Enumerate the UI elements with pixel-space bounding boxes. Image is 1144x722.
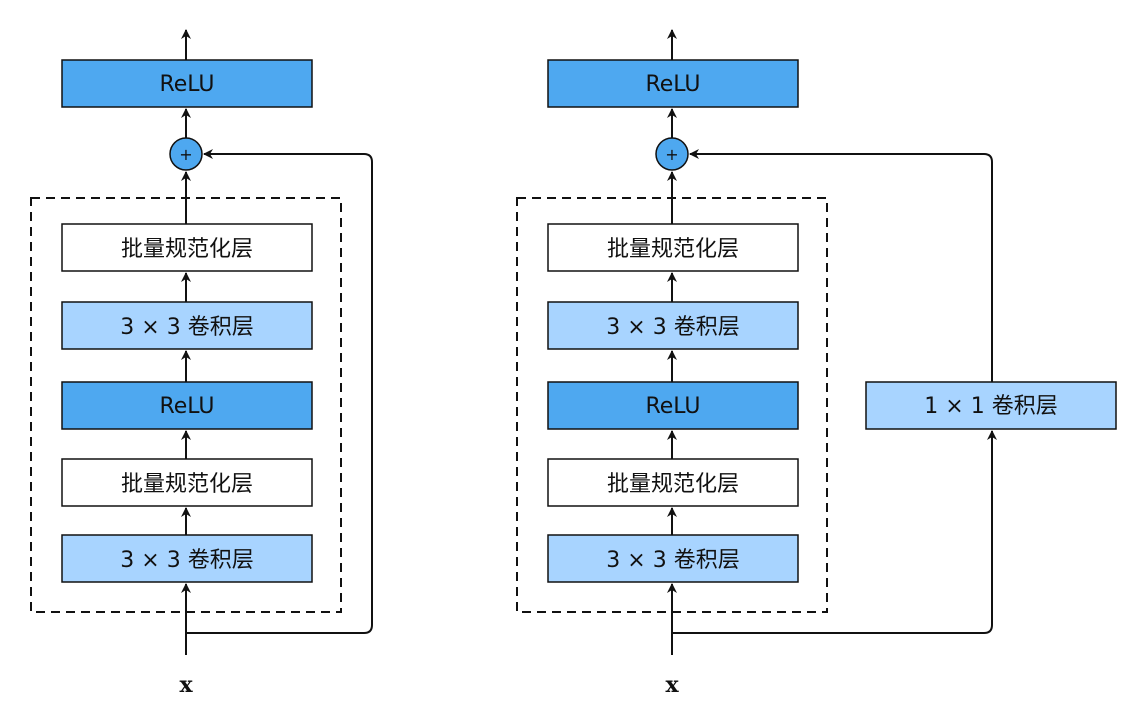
right-conv-upper-box <box>547 301 799 350</box>
right-relu-mid-box <box>547 381 799 430</box>
right-shortcut-conv-box <box>865 381 1117 430</box>
right-shortcut-in <box>672 430 997 634</box>
right-conv-upper-label: 3 × 3 卷积层 <box>606 315 739 340</box>
right-conv-lower-box <box>547 534 799 583</box>
right-top-relu-label: ReLU <box>645 72 700 97</box>
left-conv-upper-label: 3 × 3 卷积层 <box>120 315 253 340</box>
left-bn-upper-label: 批量规范化层 <box>121 237 253 262</box>
left-bn-lower-box <box>61 458 313 507</box>
left-top-relu-box <box>61 59 313 108</box>
right-top-relu-box <box>547 59 799 108</box>
left-top-relu-label: ReLU <box>159 72 214 97</box>
right-residual-block: ReLU + 批量规范化层 3 × 3 卷积层 ReLU 批量规范化层 3 × … <box>516 29 1117 698</box>
left-bn-upper-box <box>61 223 313 272</box>
right-sum-label: + <box>665 145 678 164</box>
left-bn-lower-label: 批量规范化层 <box>121 472 253 497</box>
left-conv-lower-label: 3 × 3 卷积层 <box>120 548 253 573</box>
right-shortcut-conv-label: 1 × 1 卷积层 <box>924 394 1057 419</box>
left-relu-mid-box <box>61 381 313 430</box>
right-shortcut-out <box>689 149 993 382</box>
right-bn-lower-label: 批量规范化层 <box>607 472 739 497</box>
right-bn-upper-label: 批量规范化层 <box>607 237 739 262</box>
right-input-label: x <box>665 672 679 698</box>
left-conv-lower-box <box>61 534 313 583</box>
left-identity-shortcut <box>186 149 373 634</box>
left-relu-mid-label: ReLU <box>159 394 214 419</box>
left-residual-block: ReLU + 批量规范化层 3 × 3 卷积层 ReLU 批量规范化层 3 × … <box>30 29 373 698</box>
right-relu-mid-label: ReLU <box>645 394 700 419</box>
left-sum-label: + <box>179 145 192 164</box>
right-conv-lower-label: 3 × 3 卷积层 <box>606 548 739 573</box>
left-input-label: x <box>179 672 193 698</box>
right-bn-upper-box <box>547 223 799 272</box>
